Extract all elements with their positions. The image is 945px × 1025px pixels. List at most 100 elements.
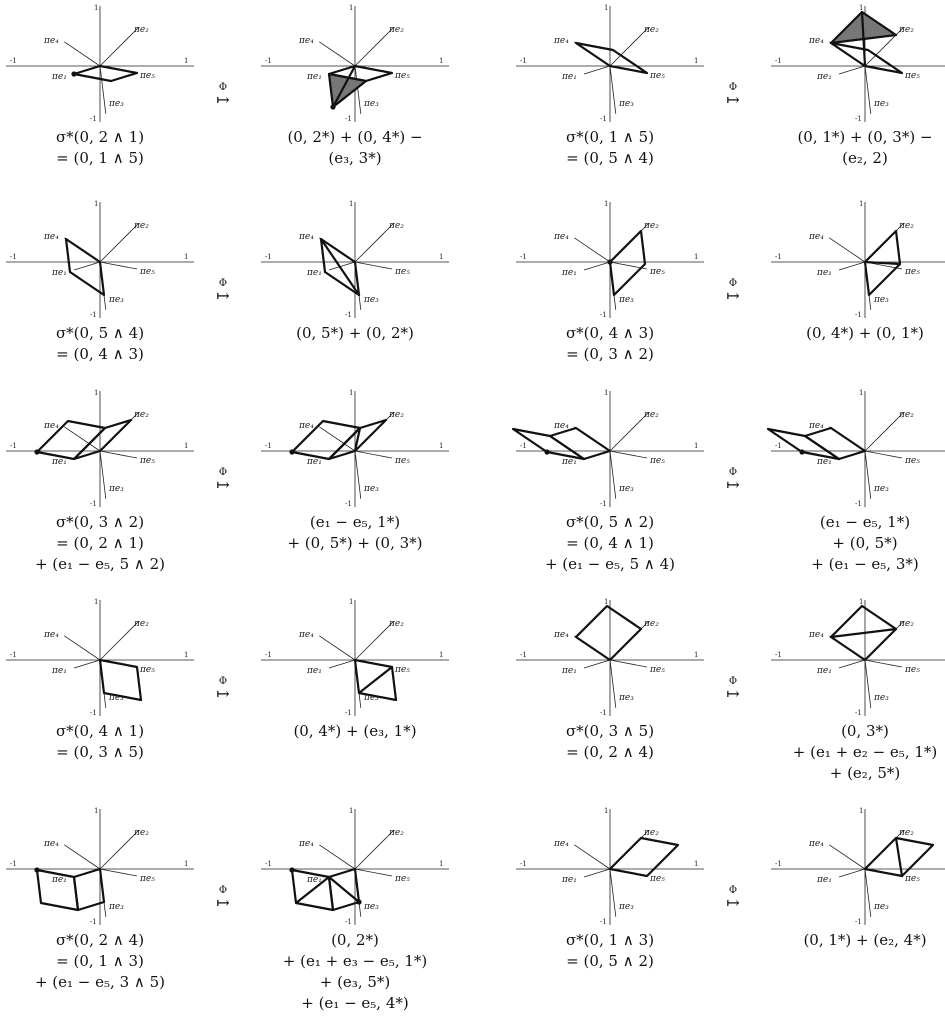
arrow-symbol: ↦ — [726, 475, 740, 494]
caption: σ*(0, 4 ∧ 1)= (0, 3 ∧ 5) — [0, 721, 200, 763]
vertex-dot — [356, 899, 362, 905]
vertex-dot — [544, 449, 550, 455]
arrow-label: Φ — [728, 278, 738, 289]
caption-line: + (e₁ + e₃ − e₅, 1*) — [282, 952, 428, 970]
tick-label-bottom: -1 — [90, 500, 97, 508]
ray-label-e4: πe₄ — [298, 630, 314, 640]
ray-label-e4: πe₄ — [298, 421, 314, 431]
maps-to-arrow: Φ↦ — [211, 886, 235, 911]
caption: σ*(0, 2 ∧ 1)= (0, 1 ∧ 5) — [0, 127, 200, 169]
ray-label-e1: πe₁ — [51, 72, 67, 82]
face-0 — [64, 237, 106, 297]
caption-line: = (0, 1 ∧ 5) — [56, 149, 144, 167]
face-1 — [894, 836, 904, 878]
face-0 — [608, 229, 647, 297]
caption-line: σ*(0, 2 ∧ 4) — [55, 931, 145, 949]
face-0 — [353, 658, 398, 702]
tick-label-right: 1 — [439, 860, 443, 868]
caption-line: = (0, 5 ∧ 4) — [566, 149, 654, 167]
ray-label-e4: πe₄ — [553, 421, 569, 431]
face-1 — [35, 419, 107, 461]
arrow-label: Φ — [218, 676, 228, 687]
face-0 — [863, 836, 935, 878]
tick-label-left: -1 — [520, 57, 527, 65]
ray-label-e1: πe₁ — [306, 875, 322, 885]
ray-label-e2: πe₂ — [388, 221, 404, 231]
caption: (0, 1*) + (0, 3*) −(e₂, 2) — [765, 127, 945, 169]
ray-e3 — [864, 450, 872, 499]
tick-label-top: 1 — [604, 807, 608, 815]
tick-label-right: 1 — [439, 57, 443, 65]
ray-label-e4: πe₄ — [43, 36, 59, 46]
tick-label-right: 1 — [439, 442, 443, 450]
face-0 — [72, 64, 139, 83]
ray-label-e5: πe₅ — [139, 71, 155, 81]
ray-e1 — [583, 65, 611, 75]
ray-label-e3: πe₃ — [363, 902, 379, 912]
maps-to-arrow: Φ↦ — [721, 278, 745, 305]
face-1 — [35, 868, 80, 912]
tick-label-bottom: -1 — [600, 500, 607, 508]
ray-e3 — [609, 868, 617, 917]
ray-label-e3: πe₃ — [108, 902, 124, 912]
arrow-symbol: ↦ — [726, 286, 740, 305]
caption-line: = (0, 4 ∧ 1) — [566, 534, 654, 552]
ray-e2 — [99, 620, 140, 661]
arrow-label: Φ — [218, 278, 228, 289]
vertex-dot — [34, 449, 40, 455]
vertex-dot — [330, 104, 336, 110]
ray-label-e3: πe₃ — [873, 99, 889, 109]
maps-to-arrow: Φ↦ — [721, 83, 745, 108]
ray-e5 — [864, 659, 903, 668]
tick-label-right: 1 — [694, 442, 698, 450]
ray-label-e1: πe₁ — [306, 457, 322, 467]
ray-e1 — [73, 659, 101, 669]
ray-e3 — [354, 65, 362, 114]
tick-label-top: 1 — [859, 598, 863, 606]
caption-line: (e₁ − e₅, 1*) — [309, 513, 401, 531]
caption: (0, 2*) + (0, 4*) −(e₃, 3*) — [255, 127, 455, 169]
ray-e2 — [99, 26, 140, 67]
ray-label-e3: πe₃ — [618, 484, 634, 494]
ray-label-e1: πe₁ — [51, 875, 67, 885]
tick-label-left: -1 — [10, 57, 17, 65]
tick-label-bottom: -1 — [855, 918, 862, 926]
tick-label-bottom: -1 — [600, 709, 607, 717]
ray-e4 — [574, 237, 611, 263]
tick-label-top: 1 — [94, 389, 98, 397]
tick-label-bottom: -1 — [90, 709, 97, 717]
ray-e5 — [99, 261, 138, 270]
ray-e5 — [609, 450, 648, 459]
caption-line: (e₂, 2) — [842, 149, 888, 167]
caption: (0, 1*) + (e₂, 4*) — [765, 930, 945, 951]
ray-label-e2: πe₂ — [388, 410, 404, 420]
caption: σ*(0, 5 ∧ 2)= (0, 4 ∧ 1)+ (e₁ − e₅, 5 ∧ … — [510, 512, 710, 575]
caption-line: + (e₁ − e₅, 5 ∧ 4) — [544, 555, 676, 573]
tick-label-bottom: -1 — [855, 311, 862, 319]
maps-to-arrow: Φ↦ — [211, 278, 235, 304]
ray-label-e4: πe₄ — [43, 421, 59, 431]
ray-e4 — [829, 237, 866, 263]
tick-label-bottom: -1 — [855, 709, 862, 717]
caption-line: = (0, 2 ∧ 1) — [56, 534, 144, 552]
ray-e1 — [838, 659, 866, 669]
tick-label-left: -1 — [265, 253, 272, 261]
ray-label-e4: πe₄ — [43, 232, 59, 242]
ray-label-e5: πe₅ — [649, 267, 665, 277]
ray-e2 — [354, 26, 395, 67]
ray-label-e3: πe₃ — [618, 902, 634, 912]
ray-label-e3: πe₃ — [363, 484, 379, 494]
caption-line: (e₃, 3*) — [328, 149, 382, 167]
tick-label-top: 1 — [94, 4, 98, 12]
